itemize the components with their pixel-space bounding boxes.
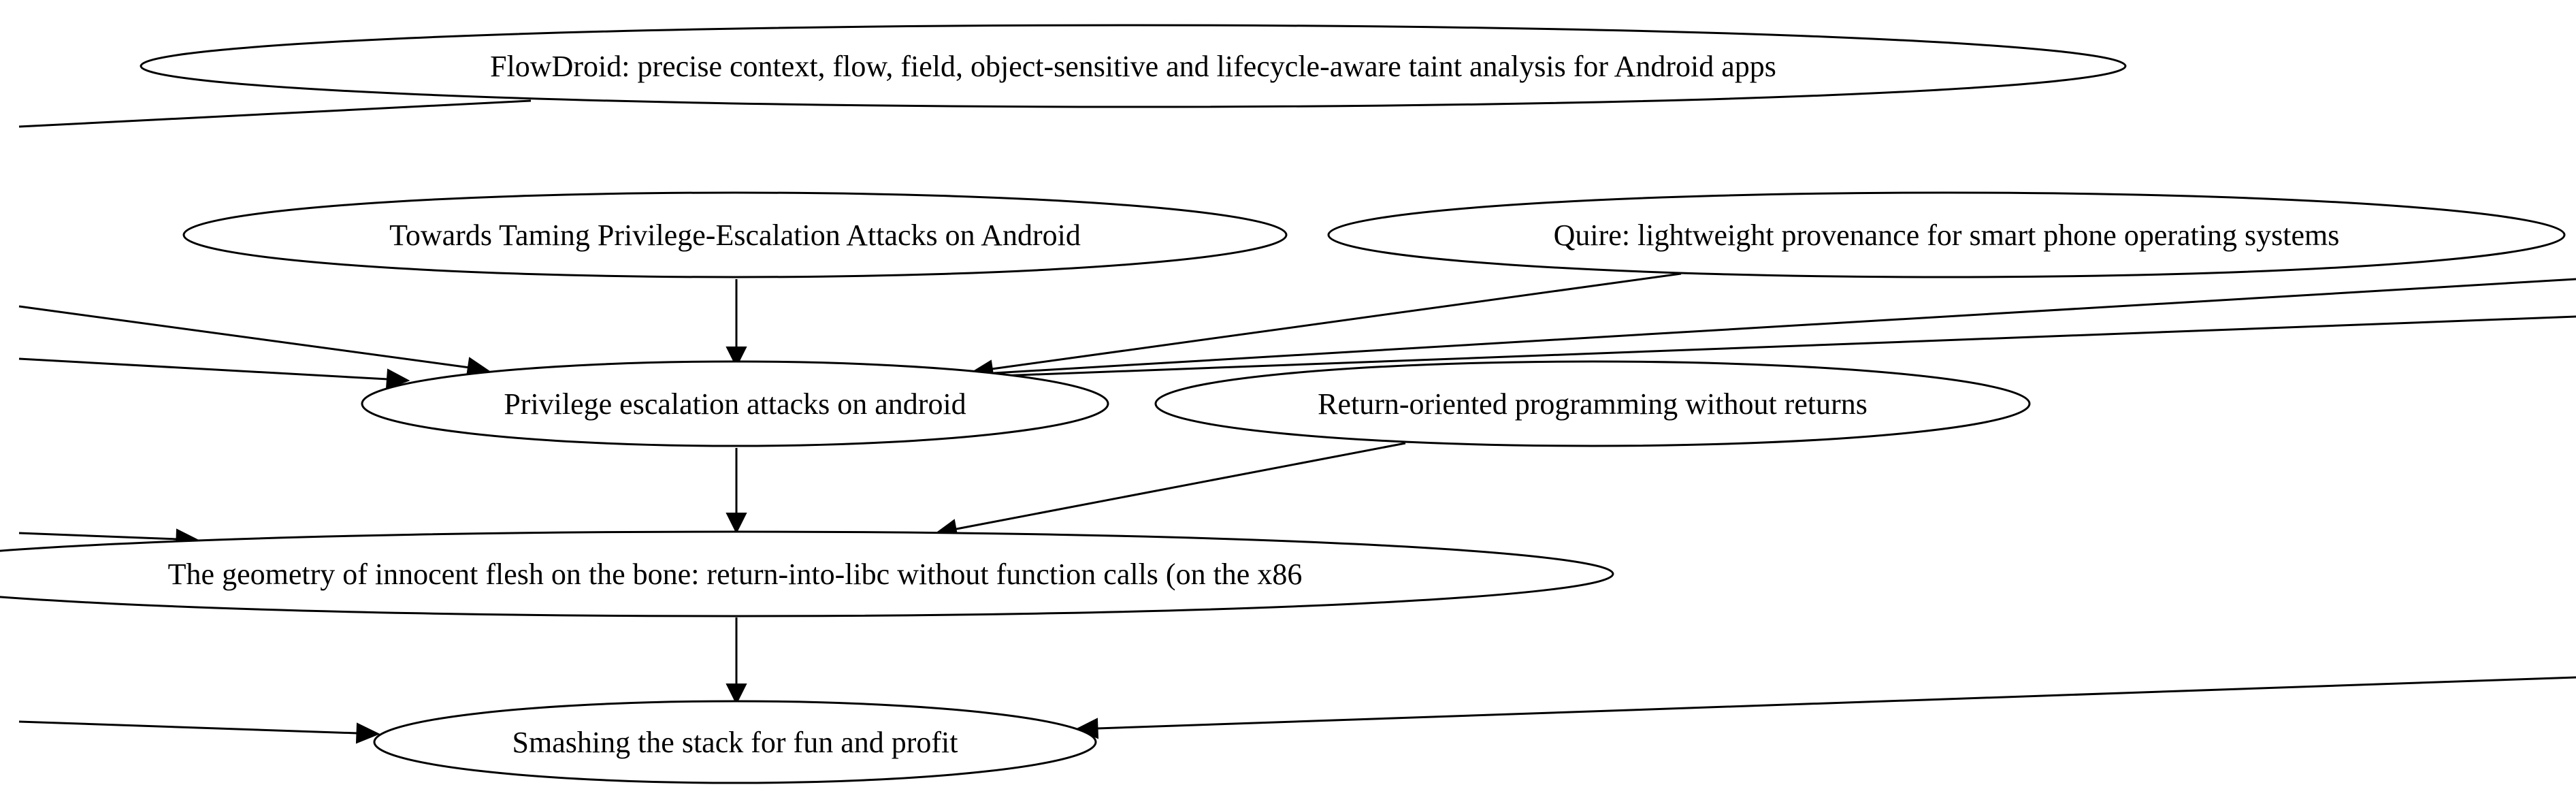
- node-geometry-label: The geometry of innocent flesh on the bo…: [168, 558, 1303, 591]
- node-smashing-label: Smashing the stack for fun and profit: [512, 726, 958, 759]
- nodes: FlowDroid: precise context, flow, field,…: [0, 24, 2566, 784]
- edges: [18, 99, 2576, 744]
- node-smashing[interactable]: Smashing the stack for fun and profit: [373, 700, 1097, 784]
- node-taming[interactable]: Towards Taming Privilege-Escalation Atta…: [182, 191, 1288, 278]
- node-privesc-label: Privilege escalation attacks on android: [504, 387, 966, 421]
- edge-offcanvas-right-2-to-privesc: [1000, 315, 2576, 377]
- edge-offcanvas-left-to-geometry: [18, 532, 178, 541]
- edge-offcanvas-left-2-to-privesc: [18, 357, 389, 381]
- edge-rop-to-geometry: [952, 442, 1406, 531]
- node-flowdroid[interactable]: FlowDroid: precise context, flow, field,…: [140, 24, 2127, 108]
- node-flowdroid-label: FlowDroid: precise context, flow, field,…: [490, 50, 1776, 83]
- edge-offcanvas-left-1-to-privesc: [18, 305, 470, 369]
- edge-offcanvas-right-1-to-privesc: [993, 278, 2576, 374]
- node-taming-label: Towards Taming Privilege-Escalation Atta…: [389, 219, 1081, 252]
- edge-offcanvas-left-2-to-privesc-arrow: [385, 368, 410, 390]
- edge-offcanvas-left-to-smashing: [18, 720, 358, 735]
- node-quire[interactable]: Quire: lightweight provenance for smart …: [1327, 191, 2566, 278]
- edge-quire-to-privesc: [986, 272, 1682, 371]
- edge-offcanvas-right-to-smashing: [1096, 676, 2576, 730]
- edge-geometry-to-smashing-arrow: [725, 684, 747, 705]
- node-rop[interactable]: Return-oriented programming without retu…: [1154, 360, 2031, 447]
- edge-taming-to-privesc-arrow: [725, 347, 747, 368]
- edge-offcanvas-left-to-smashing-arrow: [355, 722, 380, 744]
- node-rop-label: Return-oriented programming without retu…: [1318, 387, 1868, 421]
- node-geometry[interactable]: The geometry of innocent flesh on the bo…: [0, 530, 1614, 617]
- edge-privesc-to-geometry-arrow: [725, 513, 747, 534]
- node-privesc[interactable]: Privilege escalation attacks on android: [361, 360, 1109, 447]
- node-quire-label: Quire: lightweight provenance for smart …: [1554, 219, 2340, 252]
- edge-offcanvas-to-flowdroid: [18, 99, 532, 128]
